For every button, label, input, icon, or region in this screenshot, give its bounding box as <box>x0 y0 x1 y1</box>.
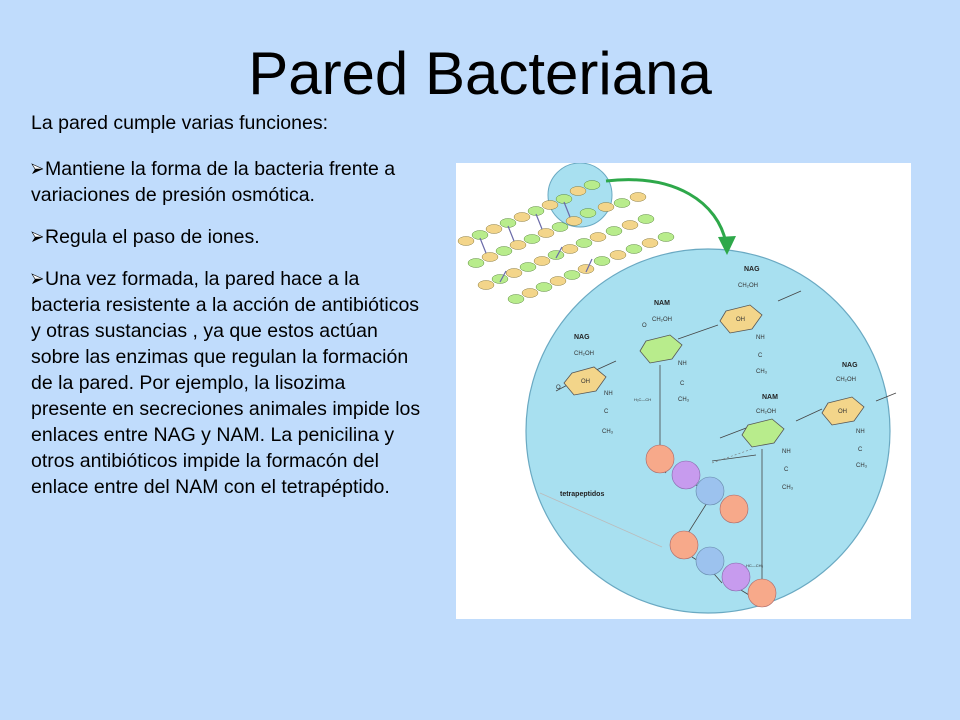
bullet-text: Regula el paso de iones. <box>45 226 260 248</box>
nh-label: NH <box>756 335 765 341</box>
peptide-bead <box>695 546 725 576</box>
mini-chain-4 <box>507 232 675 304</box>
c-label: C <box>604 409 609 415</box>
nag-ring-1: NAG CH₂OH OH O NH C CH₃ <box>556 334 614 435</box>
nam-label-1: NAM <box>654 300 670 307</box>
c-label: C <box>680 381 685 387</box>
nag-label-3: NAG <box>842 362 858 369</box>
nag-label-2: NAG <box>744 266 760 273</box>
nag-label-1: NAG <box>574 334 590 341</box>
peptide-bead <box>747 578 777 608</box>
nam-ring-1: NAM CH₂OH O NH C CH₃ H₃C—CH <box>634 300 690 443</box>
ch2oh-label: CH₂OH <box>738 283 758 289</box>
ch3-label: CH₃ <box>856 463 868 469</box>
peptide-bead <box>721 562 751 592</box>
peptide-bead <box>719 494 749 524</box>
ch2oh-label: CH₂OH <box>652 317 672 323</box>
nag-ring-3: NAG CH₂OH OH NH C CH₃ <box>821 362 868 469</box>
peptide-bead <box>669 530 699 560</box>
nh-label: NH <box>678 361 687 367</box>
arrow-head-icon <box>718 236 736 255</box>
c-label: C <box>784 467 789 473</box>
mini-chain-1 <box>457 180 601 246</box>
mini-chain-2 <box>467 192 647 268</box>
zoom-circle <box>525 248 891 614</box>
peptidoglycan-figure: NAG CH₂OH OH O NH C CH₃ NAM CH₂OH O NH C… <box>456 163 911 619</box>
o-label: O <box>642 323 647 329</box>
nam-label-2: NAM <box>762 394 778 401</box>
bullet-text: Mantiene la forma de la bacteria frente … <box>31 158 396 206</box>
bullet-item: Regula el paso de iones. <box>31 224 421 250</box>
zoom-arrow-icon <box>605 178 728 244</box>
h3c-ch-label: H₃C—CH <box>634 397 651 402</box>
ch3-label: CH₃ <box>602 429 614 435</box>
intro-text: La pared cumple varias funciones: <box>31 112 329 134</box>
arrow-bullet-icon <box>31 231 44 242</box>
bullet-text: Una vez formada, la pared hace a la bact… <box>31 268 421 498</box>
ch2oh-label: CH₂OH <box>574 351 594 357</box>
hc-ch3-label: HC—CH₃ <box>746 563 764 568</box>
c-label: C <box>758 353 763 359</box>
ch3-label: CH₃ <box>678 397 690 403</box>
ch3-label: CH₃ <box>756 369 768 375</box>
ch2oh-label: CH₂OH <box>836 377 856 383</box>
slide-title: Pared Bacteriana <box>248 40 712 107</box>
oh-label: OH <box>736 317 745 323</box>
arrow-bullet-icon <box>31 163 44 174</box>
nh-label: NH <box>782 449 791 455</box>
mini-chain-3 <box>477 214 655 290</box>
bullet-list: Mantiene la forma de la bacteria frente … <box>31 156 421 516</box>
oh-label: OH <box>581 379 590 385</box>
bullet-item: Una vez formada, la pared hace a la bact… <box>31 266 421 500</box>
nh-label: NH <box>856 429 865 435</box>
ch3-label: CH₃ <box>782 485 794 491</box>
peptide-bead <box>645 444 675 474</box>
oh-label: OH <box>838 409 847 415</box>
arrow-bullet-icon <box>31 273 44 284</box>
peptide-bead <box>671 460 701 490</box>
ch2oh-label: CH₂OH <box>756 409 776 415</box>
c-label: C <box>858 447 863 453</box>
mini-crosslinks <box>479 201 593 283</box>
nag-ring-2: NAG CH₂OH OH NH C CH₃ <box>719 266 768 375</box>
nh-label: NH <box>604 391 613 397</box>
peptidoglycan-diagram: NAG CH₂OH OH O NH C CH₃ NAM CH₂OH O NH C… <box>457 163 897 614</box>
peptide-bead <box>695 476 725 506</box>
o-label: O <box>556 385 561 391</box>
tetrapeptidos-label: tetrapeptidos <box>560 491 604 498</box>
nam-ring-2: NAM CH₂OH NH C CH₃ HC—CH₃ <box>741 394 794 603</box>
bullet-item: Mantiene la forma de la bacteria frente … <box>31 156 421 208</box>
